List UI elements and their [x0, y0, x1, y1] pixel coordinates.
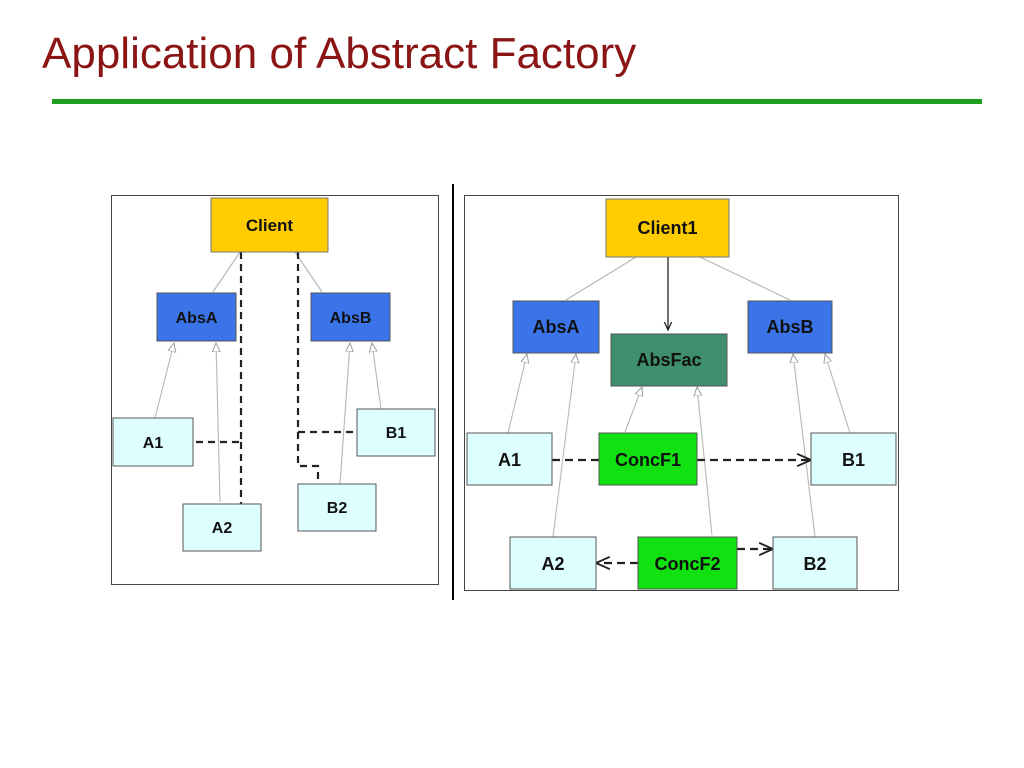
- node-b2: B2: [297, 483, 377, 532]
- left-edges: [154, 251, 382, 504]
- node-absFac-label: AbsFac: [636, 350, 701, 370]
- node-client: Client: [210, 197, 329, 253]
- node-b1: B1: [356, 408, 436, 457]
- node-b1-right-label: B1: [842, 450, 865, 470]
- node-absB-right-label: AbsB: [766, 317, 813, 337]
- node-absA: AbsA: [156, 292, 237, 342]
- right-nodes: Client1 AbsA AbsB AbsFac A1 ConcF1 B1 A: [466, 198, 897, 590]
- node-b2-right-label: B2: [803, 554, 826, 574]
- title-underline: [52, 99, 982, 104]
- node-b1-right: B1: [810, 432, 897, 486]
- inherit-a2-absA-right: [552, 354, 576, 538]
- slide-title: Application of Abstract Factory: [42, 29, 637, 78]
- node-absB-right: AbsB: [747, 300, 833, 354]
- node-a2: A2: [182, 503, 262, 552]
- inherit-a1-absA: [154, 343, 174, 419]
- node-a1-label: A1: [143, 435, 164, 452]
- node-a2-label: A2: [212, 520, 233, 537]
- inherit-b1-absB: [372, 343, 382, 410]
- node-concF2: ConcF2: [637, 536, 738, 590]
- node-b2-label: B2: [327, 500, 348, 517]
- node-client-label: Client: [246, 216, 294, 235]
- left-nodes: Client AbsA AbsB A1 A2 B1 B2: [112, 197, 436, 552]
- node-absA-right-label: AbsA: [532, 317, 579, 337]
- edge-client-absB: [294, 251, 323, 293]
- node-concF2-label: ConcF2: [654, 554, 720, 574]
- panel-divider: [452, 184, 454, 600]
- node-a2-right: A2: [509, 536, 597, 590]
- edge-client1-absA: [565, 256, 637, 301]
- inherit-b2-absB-right: [793, 354, 816, 538]
- node-a2-right-label: A2: [541, 554, 564, 574]
- node-absA-right: AbsA: [512, 300, 600, 354]
- right-diagram-panel: [464, 195, 899, 591]
- left-diagram-panel: [111, 195, 439, 585]
- node-a1: A1: [112, 417, 194, 467]
- node-a1-right: A1: [466, 432, 553, 486]
- inherit-b2-absB: [339, 343, 350, 485]
- right-edges: [507, 256, 851, 563]
- node-a1-right-label: A1: [498, 450, 521, 470]
- node-b1-label: B1: [386, 425, 407, 442]
- node-concF1-label: ConcF1: [615, 450, 681, 470]
- node-client1-label: Client1: [637, 218, 697, 238]
- node-absB-label: AbsB: [330, 310, 372, 327]
- inherit-b1-absB-right: [825, 354, 851, 434]
- dep-client-b1: [296, 252, 357, 434]
- inherit-concF1-absFac: [624, 387, 642, 433]
- edge-client-absA: [212, 251, 241, 293]
- node-absFac: AbsFac: [610, 333, 728, 387]
- node-client1: Client1: [605, 198, 730, 258]
- edge-client1-absB: [699, 256, 791, 301]
- inherit-a2-absA: [216, 343, 220, 503]
- dep-client-b2: [296, 432, 320, 484]
- inherit-a1-absA-right: [507, 354, 527, 434]
- node-b2-right: B2: [772, 536, 858, 590]
- node-concF1: ConcF1: [598, 432, 698, 486]
- node-absA-label: AbsA: [176, 310, 218, 327]
- dep-client-a1: [195, 252, 243, 444]
- node-absB: AbsB: [310, 292, 391, 342]
